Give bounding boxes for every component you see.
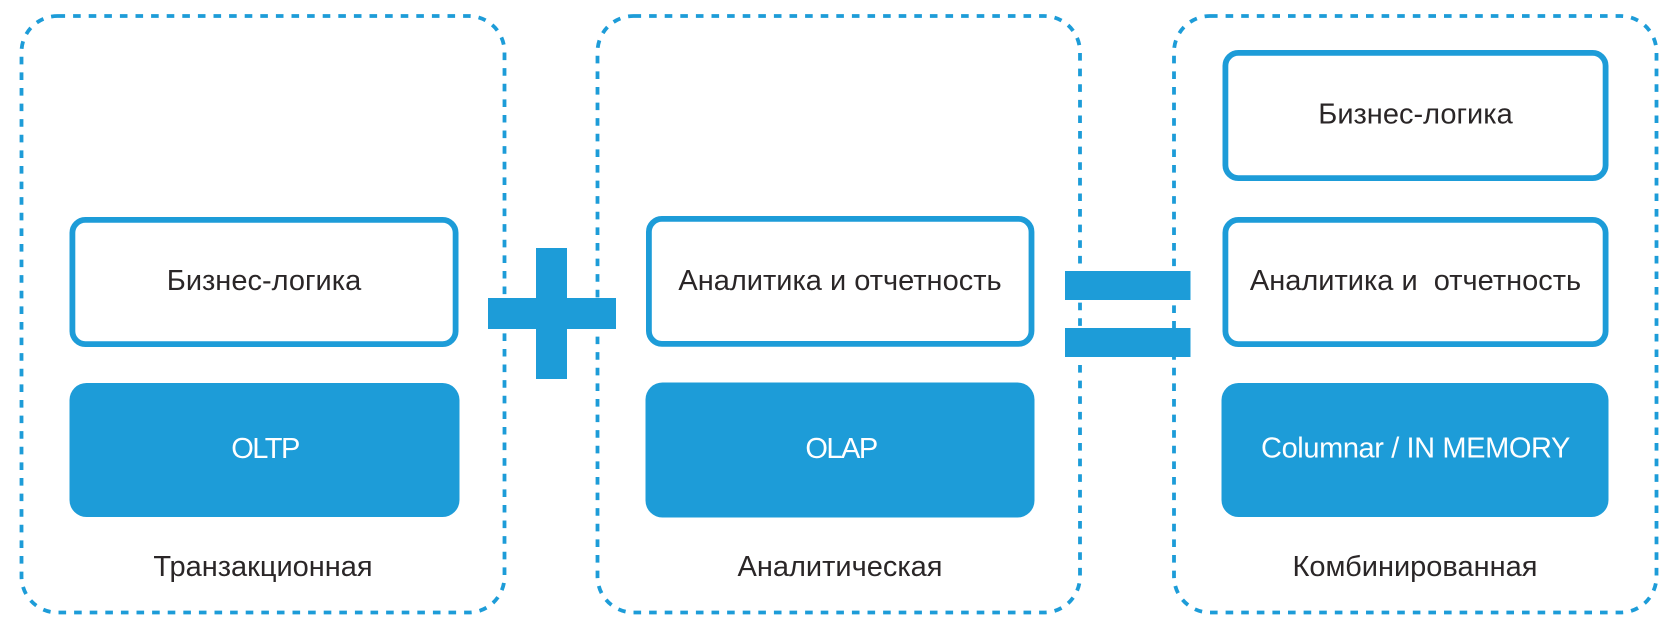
svg-text:Аналитика и отчетность: Аналитика и отчетность [1250,265,1581,297]
svg-text:Бизнес-логика: Бизнес-логика [167,265,362,297]
svg-text:OLTP: OLTP [231,433,299,465]
svg-text:Аналитика и отчетность: Аналитика и отчетность [678,265,1001,297]
svg-text:Columnar / IN MEMORY: Columnar / IN MEMORY [1261,433,1570,465]
svg-text:OLAP: OLAP [805,433,877,465]
svg-text:Комбинированная: Комбинированная [1293,551,1538,583]
svg-text:Бизнес-логика: Бизнес-логика [1318,99,1513,131]
svg-text:Транзакционная: Транзакционная [153,551,372,583]
svg-text:Аналитическая: Аналитическая [738,551,943,583]
